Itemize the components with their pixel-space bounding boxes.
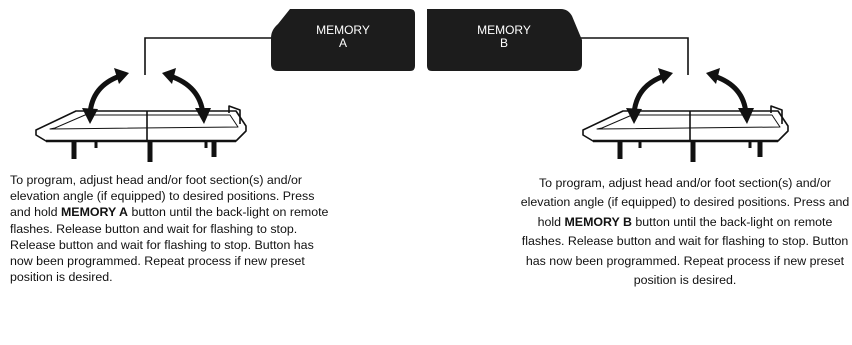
memory-a-button[interactable] xyxy=(271,9,415,71)
instructions-a-after: button until the back-light on remote fl… xyxy=(10,205,329,285)
foot-arrow-right xyxy=(706,68,754,124)
instructions-b-button-name: MEMORY B xyxy=(564,214,632,229)
instructions-a-before: To program, adjust head and/or foot sect… xyxy=(10,173,315,220)
bed-illustration-left xyxy=(35,105,247,162)
bed-illustration-right xyxy=(582,105,789,162)
instructions-b-after: button until the back-light on remote fl… xyxy=(521,214,849,288)
head-arrow-left xyxy=(82,68,129,124)
memory-b-button[interactable] xyxy=(427,9,582,71)
instructions-a-button-name: MEMORY A xyxy=(60,205,128,220)
instructions-b-before: To program, adjust head and/or foot sect… xyxy=(520,176,850,229)
head-arrow-right xyxy=(626,68,673,124)
memory-b-instructions: To program, adjust head and/or foot sect… xyxy=(520,174,850,290)
connector-line-b xyxy=(578,37,689,75)
connector-line-a xyxy=(144,37,272,75)
memory-a-instructions: To program, adjust head and/or foot sect… xyxy=(10,172,330,285)
foot-arrow-left xyxy=(162,68,211,124)
